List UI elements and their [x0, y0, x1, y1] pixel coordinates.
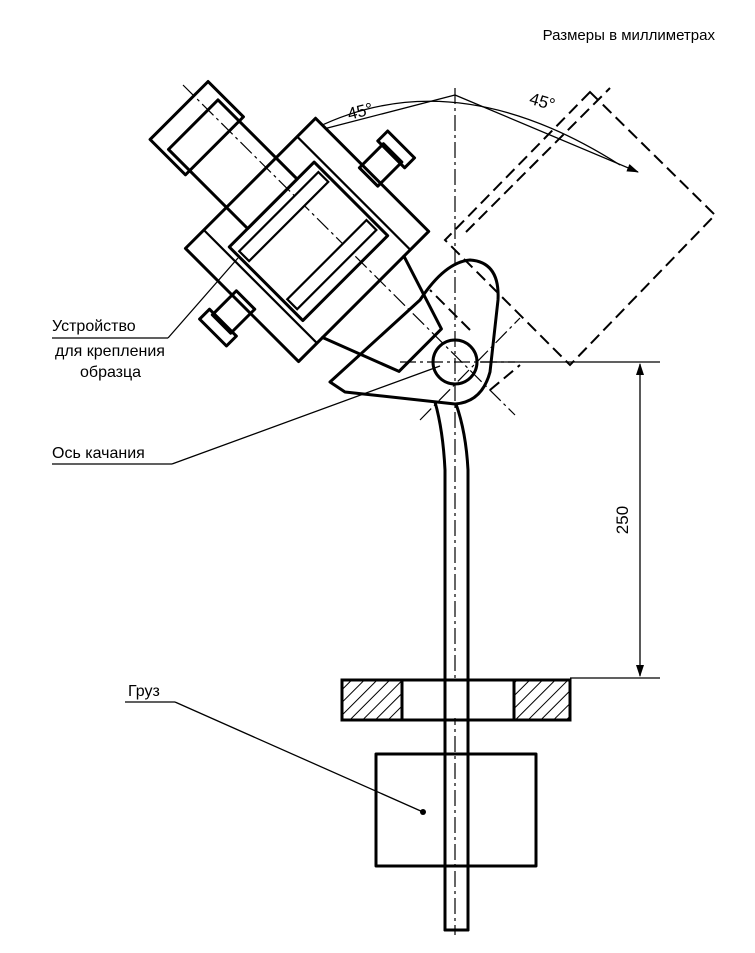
- rod-right-edge: [454, 402, 470, 932]
- pivot-lever: [328, 258, 500, 406]
- leader-weight: Груз: [125, 683, 424, 813]
- specimen-clamp-device: [148, 80, 443, 373]
- specimen-end: [148, 80, 245, 177]
- leader-clamp-device: Устройство для крепления образца: [52, 257, 239, 381]
- angle-left-arrow: [311, 94, 456, 134]
- specimen-rod: [166, 98, 299, 231]
- leader-pivot-axis: Ось качания: [52, 365, 441, 465]
- angle-left-label: 45°: [345, 99, 375, 124]
- clamp-axis-centerline: [182, 84, 516, 416]
- angle-right-label: 45°: [527, 89, 557, 114]
- weight-block: [374, 752, 538, 868]
- clamp-screw-top: [357, 142, 404, 188]
- label-weight: Груз: [128, 683, 160, 700]
- angle-arc: [315, 100, 621, 166]
- clamp-housing: [183, 116, 431, 364]
- label-clamp-line2: для крепления: [55, 343, 165, 360]
- label-clamp-line1: Устройство: [52, 318, 136, 335]
- dim-label-250: 250: [613, 506, 632, 534]
- rod-left-edge: [433, 400, 447, 932]
- angle-right-arrow: [454, 94, 639, 173]
- guide-plate: [340, 678, 572, 722]
- alternate-position-outline: [429, 87, 717, 391]
- pivot-cross-centerline: [419, 317, 521, 421]
- clamp-screw-bottom: [210, 289, 257, 335]
- label-clamp-line3: образца: [80, 364, 141, 381]
- label-pivot-axis: Ось качания: [52, 445, 145, 462]
- units-note: Размеры в миллиметрах: [543, 27, 716, 44]
